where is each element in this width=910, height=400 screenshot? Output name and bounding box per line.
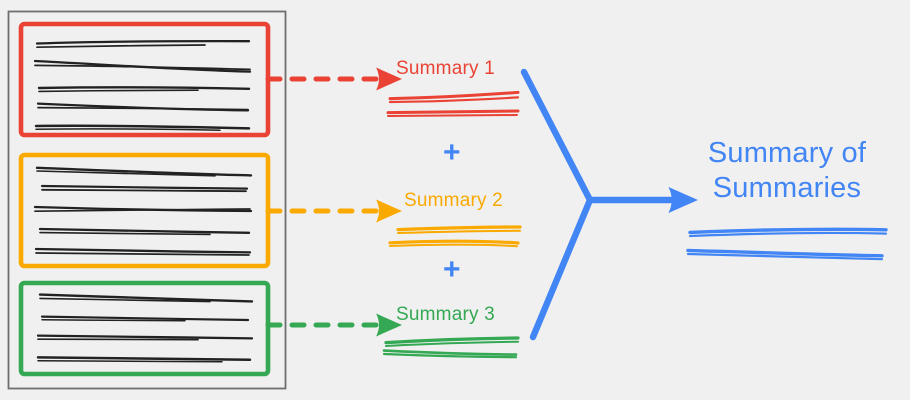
summary-1-label[interactable]: Summary 1 xyxy=(396,58,495,79)
final-output-title[interactable]: Summary of Summaries xyxy=(687,136,887,207)
summary-1-underlines xyxy=(386,90,520,117)
source-documents-container xyxy=(7,10,287,390)
doc-section-3-box xyxy=(18,280,271,377)
summary-3-label[interactable]: Summary 3 xyxy=(396,304,495,325)
summary-2-label[interactable]: Summary 2 xyxy=(404,190,503,211)
doc-section-1-text-lines xyxy=(33,40,252,131)
final-output-line-1: Summary of xyxy=(707,137,867,169)
doc-section-3-text-lines xyxy=(36,293,254,363)
final-output-line-2: Summaries xyxy=(712,172,862,205)
summary-2-underlines xyxy=(388,225,522,248)
summary-3-underlines xyxy=(382,336,520,359)
final-output-underlines xyxy=(686,227,888,261)
doc-section-2-text-lines xyxy=(33,166,253,256)
plus-operator-1: + xyxy=(443,136,461,169)
plus-operator-2: + xyxy=(443,253,461,286)
merge-connector xyxy=(520,68,594,341)
